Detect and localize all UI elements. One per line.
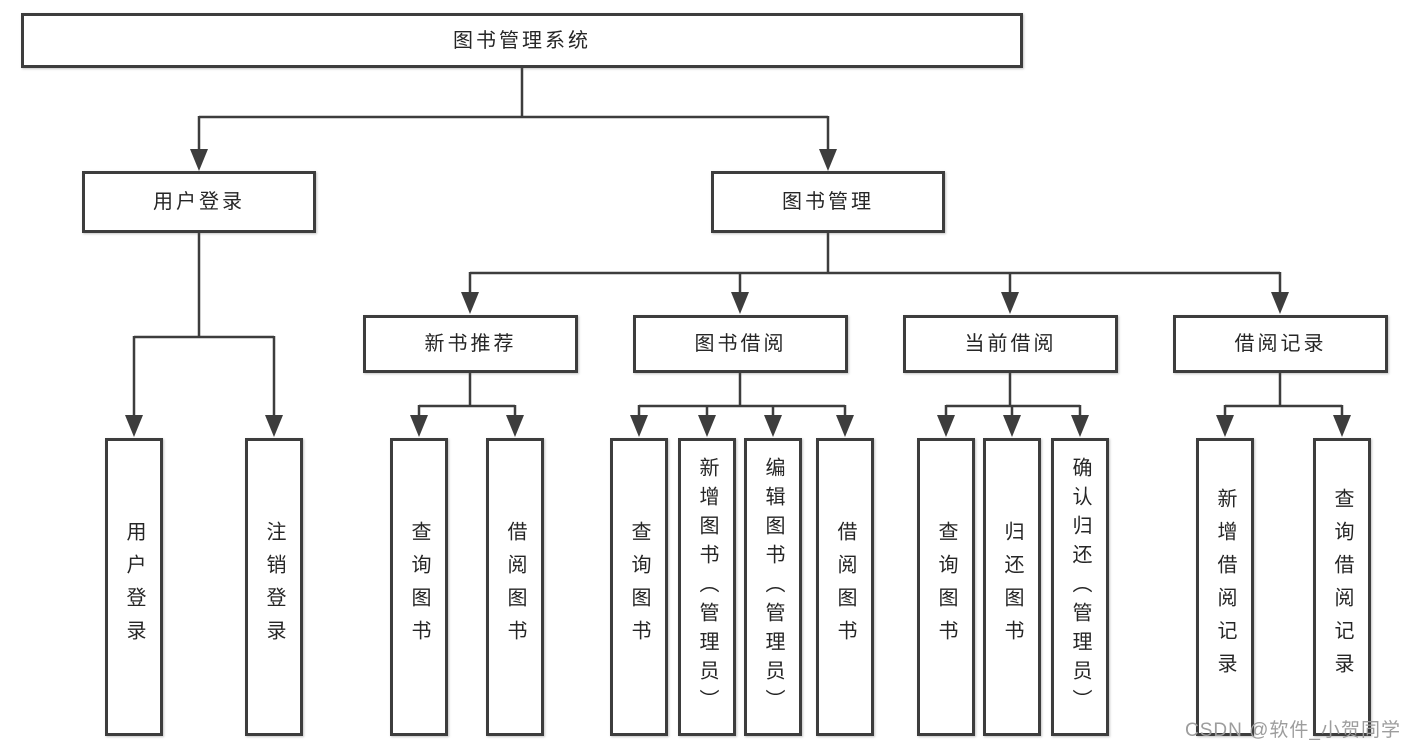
leaf-br-add-record: 新增借阅记录 bbox=[1196, 438, 1254, 736]
arrowhead-cb-confirm bbox=[1071, 415, 1089, 437]
connector-user-login-to-leaves bbox=[125, 233, 283, 437]
node-new-book-recommendation: 新书推荐 bbox=[363, 315, 578, 373]
arrowhead-borrow-records bbox=[1271, 292, 1289, 314]
arrowhead-rec-query bbox=[410, 415, 428, 437]
leaf-bb-add-books-admin: 新增图书（管理员） bbox=[678, 438, 736, 736]
node-new-book-recommendation-label: 新书推荐 bbox=[424, 333, 517, 355]
node-library-management-system: 图书管理系统 bbox=[21, 13, 1023, 68]
leaf-br-add-record-label: 新增借阅记录 bbox=[1214, 488, 1236, 686]
leaf-logout-label: 注销登录 bbox=[263, 521, 285, 653]
arrowhead-cb-return bbox=[1003, 415, 1021, 437]
connector-new-book-rec-to-leaves bbox=[410, 373, 524, 437]
node-library-management-system-label: 图书管理系统 bbox=[453, 29, 591, 52]
leaf-do-user-login-label: 用户登录 bbox=[123, 521, 145, 653]
arrowhead-bb-edit bbox=[764, 415, 782, 437]
leaf-cb-confirm-return-admin: 确认归还（管理员） bbox=[1051, 438, 1109, 736]
leaf-rec-borrow-books-label: 借阅图书 bbox=[504, 521, 526, 653]
leaf-bb-borrow-books-label: 借阅图书 bbox=[834, 521, 856, 653]
leaf-do-user-login: 用户登录 bbox=[105, 438, 163, 736]
leaf-cb-query-books-label: 查询图书 bbox=[935, 521, 957, 653]
connector-book-management-to-level3 bbox=[461, 233, 1289, 314]
node-current-borrowing-label: 当前借阅 bbox=[964, 333, 1057, 355]
leaf-logout: 注销登录 bbox=[245, 438, 303, 736]
node-book-borrowing: 图书借阅 bbox=[633, 315, 848, 373]
leaf-cb-confirm-return-admin-label: 确认归还（管理员） bbox=[1069, 456, 1091, 718]
arrowhead-book-borrow bbox=[731, 292, 749, 314]
leaf-bb-query-books: 查询图书 bbox=[610, 438, 668, 736]
node-current-borrowing: 当前借阅 bbox=[903, 315, 1118, 373]
leaf-bb-borrow-books: 借阅图书 bbox=[816, 438, 874, 736]
arrowhead-bb-add bbox=[698, 415, 716, 437]
arrowhead-current-borrow bbox=[1001, 292, 1019, 314]
leaf-cb-return-books-label: 归还图书 bbox=[1001, 521, 1023, 653]
arrowhead-logout bbox=[265, 415, 283, 437]
node-book-borrowing-label: 图书借阅 bbox=[694, 333, 787, 355]
node-user-login: 用户登录 bbox=[82, 171, 316, 233]
connector-root-to-level2 bbox=[190, 68, 837, 171]
node-user-login-label: 用户登录 bbox=[153, 191, 245, 213]
node-book-management: 图书管理 bbox=[711, 171, 945, 233]
arrowhead-user-login bbox=[190, 149, 208, 171]
arrowhead-do-login bbox=[125, 415, 143, 437]
arrowhead-rec-borrow bbox=[506, 415, 524, 437]
leaf-cb-return-books: 归还图书 bbox=[983, 438, 1041, 736]
connector-book-borrow-to-leaves bbox=[630, 373, 854, 437]
leaf-bb-edit-books-admin-label: 编辑图书（管理员） bbox=[762, 456, 784, 718]
arrowhead-bb-borrow bbox=[836, 415, 854, 437]
node-borrowing-records: 借阅记录 bbox=[1173, 315, 1388, 373]
csdn-watermark: CSDN @软件_小贺同学 bbox=[1185, 720, 1401, 741]
node-book-management-label: 图书管理 bbox=[782, 191, 874, 213]
node-borrowing-records-label: 借阅记录 bbox=[1234, 333, 1327, 355]
connector-current-borrow-to-leaves bbox=[937, 373, 1089, 437]
leaf-br-query-record-label: 查询借阅记录 bbox=[1331, 488, 1353, 686]
arrowhead-new-book-rec bbox=[461, 292, 479, 314]
arrowhead-book-management bbox=[819, 149, 837, 171]
leaf-bb-add-books-admin-label: 新增图书（管理员） bbox=[696, 456, 718, 718]
leaf-cb-query-books: 查询图书 bbox=[917, 438, 975, 736]
leaf-bb-query-books-label: 查询图书 bbox=[628, 521, 650, 653]
leaf-rec-query-books-label: 查询图书 bbox=[408, 521, 430, 653]
leaf-bb-edit-books-admin: 编辑图书（管理员） bbox=[744, 438, 802, 736]
leaf-br-query-record: 查询借阅记录 bbox=[1313, 438, 1371, 736]
arrowhead-br-query bbox=[1333, 415, 1351, 437]
connector-borrow-records-to-leaves bbox=[1216, 373, 1351, 437]
arrowhead-bb-query bbox=[630, 415, 648, 437]
arrowhead-br-add bbox=[1216, 415, 1234, 437]
arrowhead-cb-query bbox=[937, 415, 955, 437]
leaf-rec-borrow-books: 借阅图书 bbox=[486, 438, 544, 736]
leaf-rec-query-books: 查询图书 bbox=[390, 438, 448, 736]
